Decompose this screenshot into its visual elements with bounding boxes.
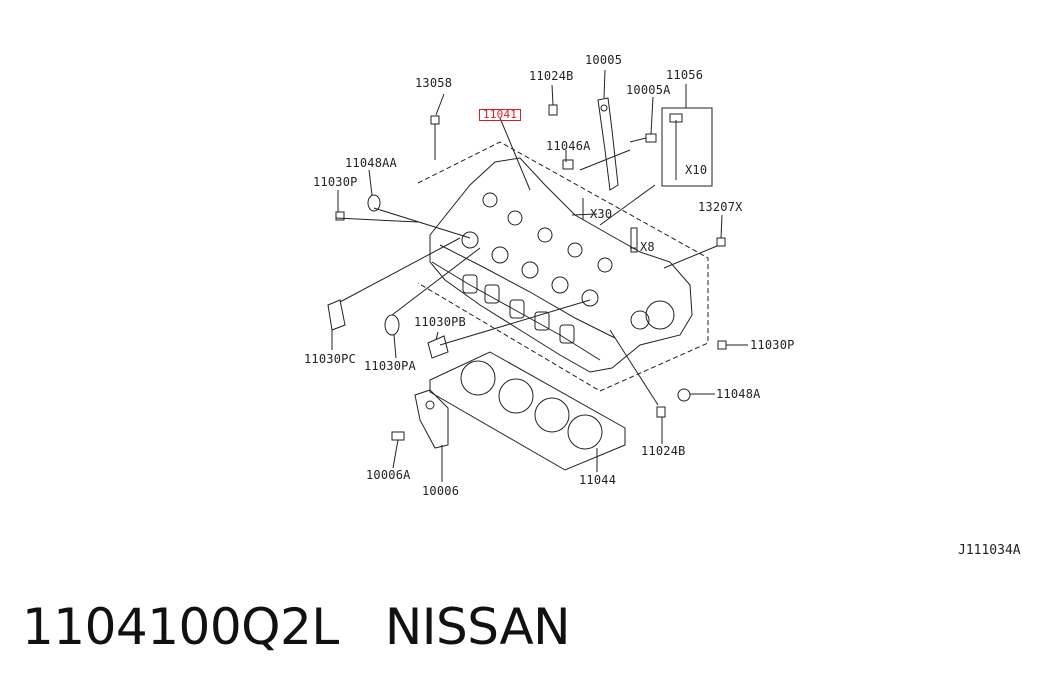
label-11048aa: 11048AA bbox=[345, 156, 397, 170]
label-10005a: 10005A bbox=[626, 83, 671, 97]
label-11024b-bottom: 11024B bbox=[641, 444, 686, 458]
label-x8: X8 bbox=[640, 240, 655, 254]
label-11046a: 11046A bbox=[546, 139, 591, 153]
head-gasket bbox=[429, 351, 626, 471]
label-11041-highlighted[interactable]: 11041 bbox=[479, 109, 522, 121]
dashed-outline bbox=[417, 141, 709, 392]
label-11024b-top: 11024B bbox=[529, 69, 574, 83]
diagram-reference-id: J111034A bbox=[958, 543, 1021, 558]
label-11030pa: 11030PA bbox=[364, 359, 416, 373]
label-11030p-left: 11030P bbox=[313, 175, 358, 189]
label-10005: 10005 bbox=[585, 53, 623, 67]
label-11056: 11056 bbox=[666, 68, 704, 82]
label-13058: 13058 bbox=[415, 76, 453, 90]
label-11048a: 11048A bbox=[716, 387, 761, 401]
bracket-10006 bbox=[414, 389, 449, 449]
part-number-caption: 1104100Q2L NISSAN bbox=[22, 598, 571, 656]
label-11030pc: 11030PC bbox=[304, 352, 356, 366]
label-11030pb: 11030PB bbox=[414, 315, 466, 329]
bolt-box-11056 bbox=[661, 107, 713, 187]
label-11030p-right: 11030P bbox=[750, 338, 795, 352]
label-10006: 10006 bbox=[422, 484, 460, 498]
label-x10: X10 bbox=[685, 163, 708, 177]
label-13207x: 13207X bbox=[698, 200, 743, 214]
label-11044: 11044 bbox=[579, 473, 617, 487]
label-x30: X30 bbox=[590, 207, 613, 221]
label-10006a: 10006A bbox=[366, 468, 411, 482]
bracket-10005 bbox=[597, 97, 619, 191]
cylinder-head-body bbox=[429, 157, 693, 373]
